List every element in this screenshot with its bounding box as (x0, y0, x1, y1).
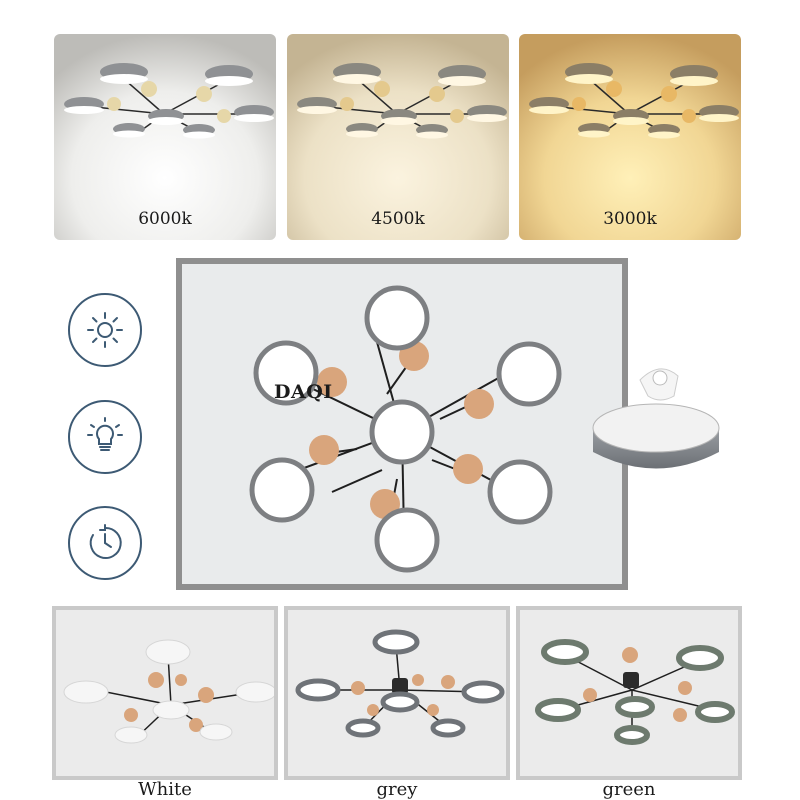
color-option-white-panel (52, 606, 278, 780)
color-option-green-panel (516, 606, 742, 780)
temp-label-6000k: 6000k (138, 209, 192, 229)
lamp-detail-image (592, 368, 720, 469)
chandelier-4500k-image (287, 34, 509, 240)
temp-panel-3000k: 3000k (519, 34, 741, 240)
chandelier-green-image (535, 639, 735, 745)
color-label-green: green (602, 779, 656, 800)
chandelier-6000k-image (54, 34, 276, 240)
color-label-grey: grey (376, 779, 418, 800)
chandelier-main-image (249, 285, 562, 573)
color-option-grey-panel (284, 606, 510, 780)
chandelier-3000k-image (519, 34, 741, 240)
color-label-white: White (138, 779, 192, 800)
temp-label-3000k: 3000k (603, 209, 657, 229)
brand-watermark: DAQI (274, 381, 333, 403)
sun-brightness-icon (68, 293, 142, 367)
chandelier-grey-image (295, 629, 505, 738)
temp-panel-6000k: 6000k (54, 34, 276, 240)
temp-label-4500k: 4500k (371, 209, 425, 229)
timer-clock-icon (68, 506, 142, 580)
temp-panel-4500k: 4500k (287, 34, 509, 240)
chandelier-white-image (63, 639, 274, 744)
light-bulb-icon (68, 400, 142, 474)
main-product-frame: DAQI (176, 258, 628, 590)
